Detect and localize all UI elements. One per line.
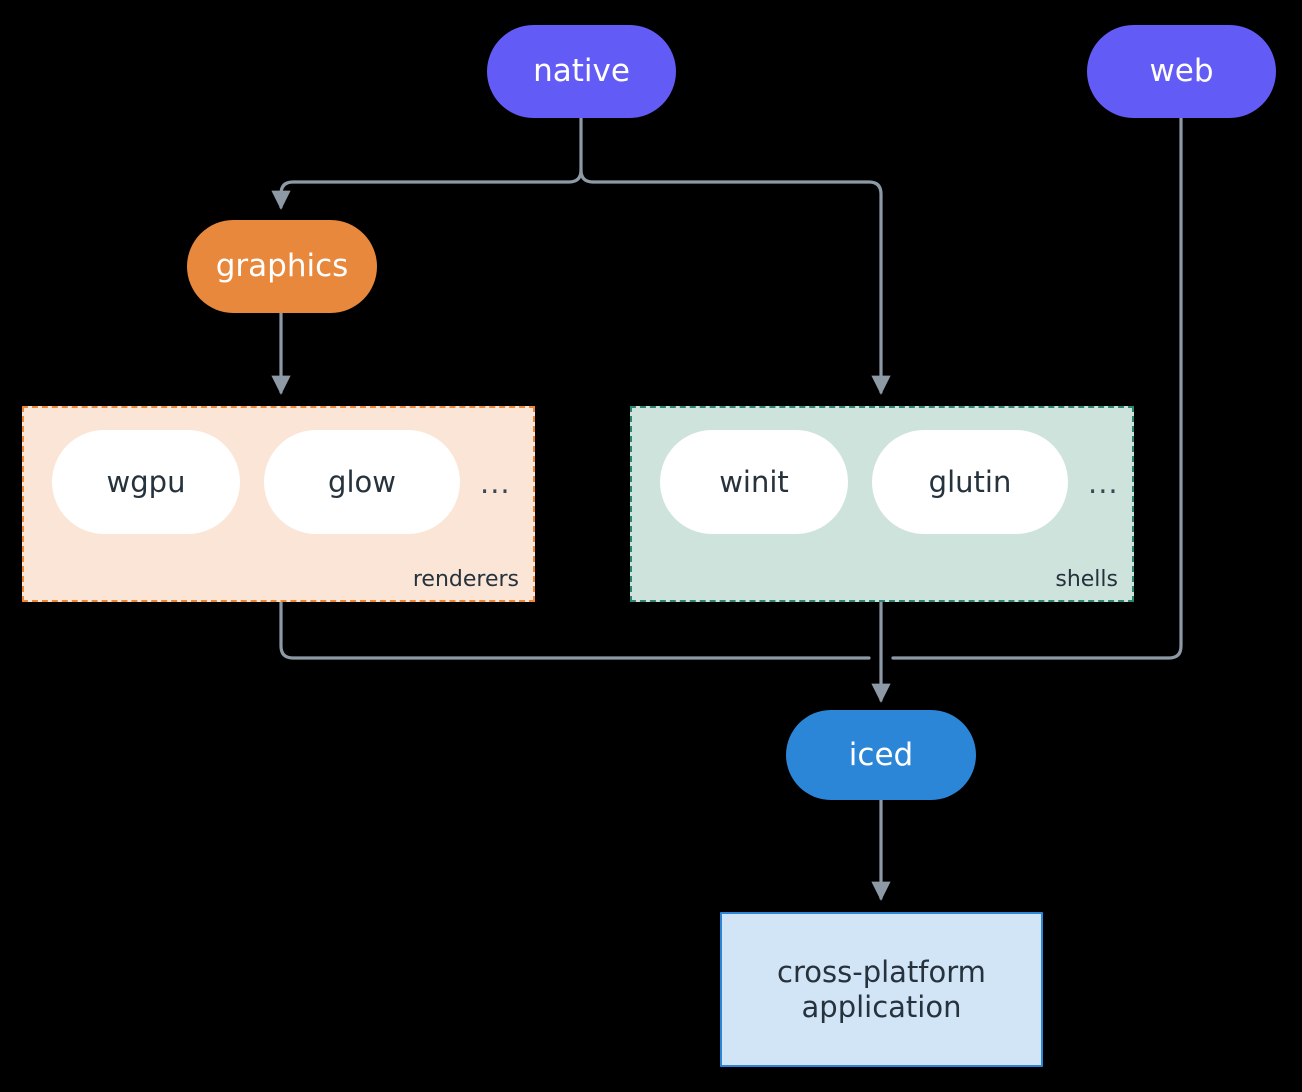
edge-renderers-to-iced [279,600,871,660]
cluster-shells-label: shells [1055,567,1118,592]
node-native-label: native [533,53,630,90]
item-glow-label: glow [328,465,396,499]
item-wgpu-label: wgpu [106,465,186,499]
item-glow[interactable]: glow [264,430,460,534]
node-web[interactable]: web [1087,25,1276,118]
node-web-label: web [1149,53,1214,90]
cluster-renderers-label: renderers [412,567,519,592]
cluster-renderers: wgpu glow ... renderers [22,406,535,602]
item-winit-label: winit [719,465,789,499]
node-graphics[interactable]: graphics [187,220,377,313]
item-wgpu[interactable]: wgpu [52,430,240,534]
item-glutin-label: glutin [928,465,1012,499]
item-glutin[interactable]: glutin [872,430,1068,534]
edge-native-to-shells [591,180,891,395]
node-native[interactable]: native [487,25,676,118]
edge-native-to-graphics [271,168,583,210]
cluster-shells: winit glutin ... shells [630,406,1134,602]
application-label-line-2: application [801,989,962,1024]
node-iced-label: iced [848,736,914,773]
node-cross-platform-application[interactable]: cross-platform application [720,912,1043,1067]
edge-native-split [579,116,595,184]
renderers-more-ellipsis: ... [480,466,511,500]
application-label-line-1: cross-platform [777,955,986,990]
item-winit[interactable]: winit [660,430,848,534]
node-graphics-label: graphics [215,248,349,285]
node-iced[interactable]: iced [786,710,976,800]
shells-more-ellipsis: ... [1088,466,1119,500]
